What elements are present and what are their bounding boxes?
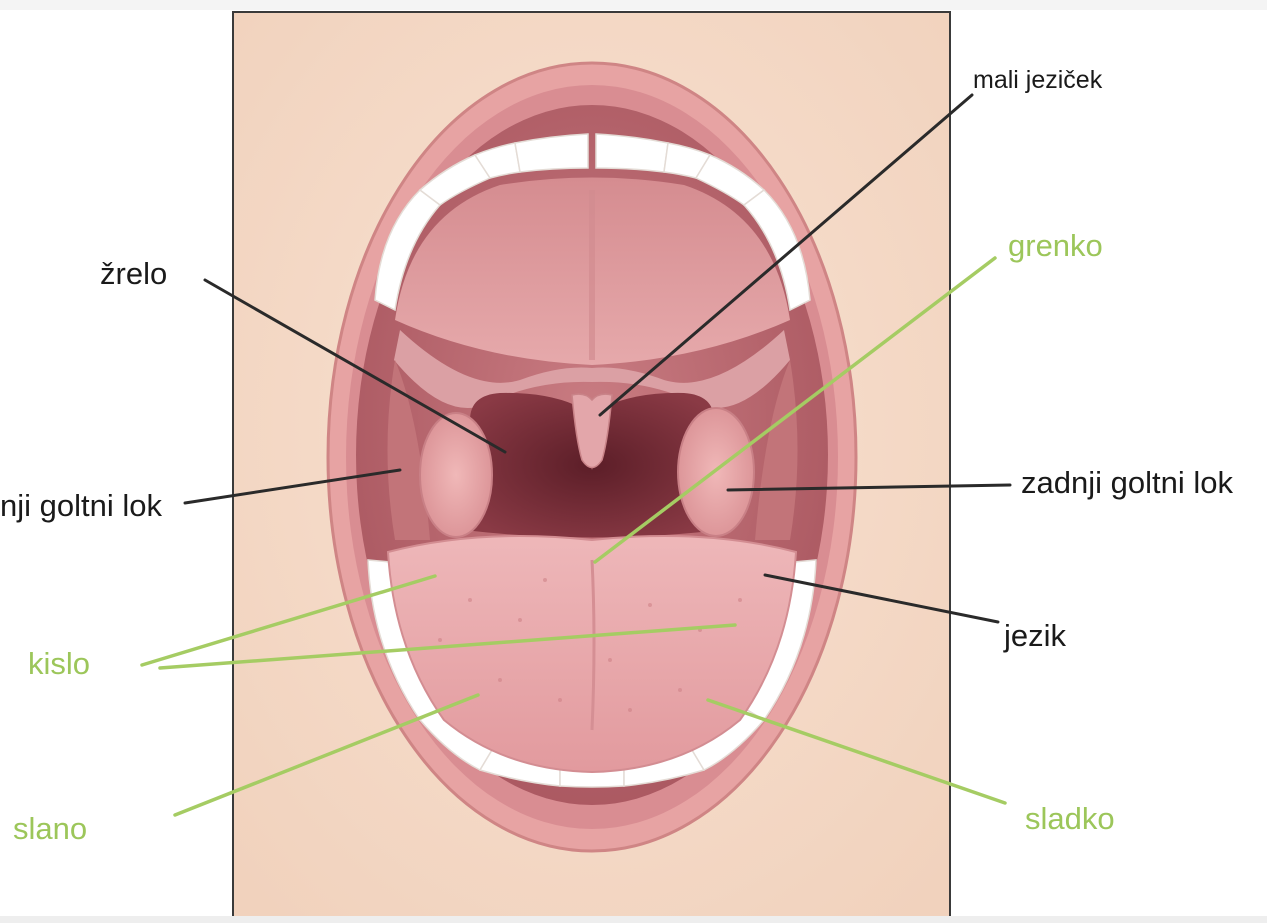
label-salty: slano	[13, 813, 87, 844]
bottom-edge-strip	[0, 916, 1267, 923]
label-pharynx: žrelo	[100, 258, 167, 289]
label-bitter: grenko	[1008, 230, 1103, 261]
label-front-arch: nji goltni lok	[0, 490, 162, 521]
label-back-arch: zadnji goltni lok	[1021, 467, 1233, 498]
tonsil-left	[420, 413, 492, 537]
label-sweet: sladko	[1025, 803, 1115, 834]
label-sour: kislo	[28, 648, 90, 679]
label-tongue: jezik	[1004, 620, 1066, 651]
label-uvula: mali jeziček	[973, 68, 1102, 93]
